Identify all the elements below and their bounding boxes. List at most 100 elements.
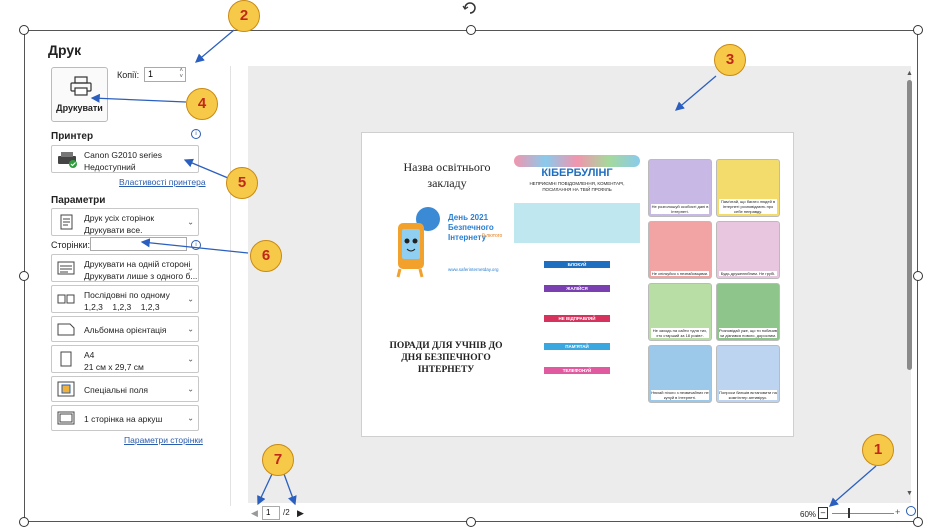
chevron-down-icon: ⌄ <box>187 294 194 304</box>
resize-handle-ml[interactable] <box>19 271 29 281</box>
sides-select[interactable]: Друкувати на одній стороні Друкувати лиш… <box>51 254 199 282</box>
chevron-down-icon: ⌄ <box>187 384 194 394</box>
zoom-slider-track[interactable] <box>832 513 894 514</box>
arrow-6 <box>140 238 249 254</box>
page-setup-link[interactable]: Параметри сторінки <box>124 435 203 445</box>
printer-properties-link[interactable]: Властивості принтера <box>119 177 206 187</box>
page-icon <box>60 351 72 367</box>
tip-tile: Не спілкуйся з незнайомцями. <box>648 221 712 279</box>
callout-1: 1 <box>862 434 894 466</box>
sheet-icon <box>57 411 75 425</box>
panel-divider <box>230 66 231 506</box>
copies-stepper[interactable]: 1 ˄˅ <box>144 67 186 82</box>
arrow-5 <box>183 158 229 179</box>
tips-heading: ПОРАДИ ДЛЯ УЧНІВ ДО ДНЯ БЕЗПЕЧНОГО ІНТЕР… <box>389 341 503 375</box>
resize-handle-bl[interactable] <box>19 517 29 527</box>
callout-4: 4 <box>186 88 218 120</box>
arrow-2 <box>195 29 235 63</box>
arrow-7b <box>283 473 297 506</box>
tip-text: Попроси батьків встановити на комп'ютер … <box>719 390 777 400</box>
safer-internet-day-title: День 2021 Безпечного Інтернету <box>448 213 494 242</box>
tip-text: Будь дружелюбним. Не грубі. <box>719 271 777 276</box>
print-range-select[interactable]: Друк усіх сторінок Друкувати все. ⌄ <box>51 208 199 236</box>
arrow-4 <box>90 93 187 103</box>
collate-select[interactable]: Послідовні по одному 1,2,3 1,2,3 1,2,3 ⌄ <box>51 285 199 313</box>
document-icon <box>60 214 73 230</box>
collate-icon <box>57 294 75 304</box>
tip-tile: Будь дружелюбним. Не грубі. <box>716 221 780 279</box>
tip-tile: Попроси батьків встановити на комп'ютер … <box>716 345 780 403</box>
safer-internet-day-url: www.saferinternetday.org <box>448 267 499 272</box>
chevron-down-icon: ⌄ <box>187 263 194 273</box>
page-number-input[interactable]: 1 <box>262 506 280 520</box>
resize-handle-tr[interactable] <box>913 25 923 35</box>
poster-subtitle: НЕПРИЄМНІ ПОВІДОМЛЕННЯ, КОМЕНТАРІ, ПОСИЛ… <box>529 181 625 192</box>
arrow-1 <box>829 465 877 507</box>
printer-status: Недоступний <box>84 162 136 172</box>
tip-tile: Не заходь на сайти «для тих, хто старший… <box>648 283 712 341</box>
poster-illustration <box>514 203 640 243</box>
zoom-slider-thumb[interactable] <box>848 508 850 518</box>
resize-handle-br[interactable] <box>913 517 923 527</box>
collate-line1: Послідовні по одному <box>84 290 170 300</box>
paper-size-line1: A4 <box>84 350 95 360</box>
callout-7: 7 <box>262 444 294 476</box>
info-icon[interactable]: i <box>191 129 201 139</box>
printer-icon <box>70 76 92 96</box>
sides-line1: Друкувати на одній стороні <box>84 259 191 269</box>
tip-tile: Не розголошуй особисті дані в Інтернеті. <box>648 159 712 217</box>
print-button[interactable]: Друкувати <box>51 67 108 122</box>
poster-title: КІБЕРБУЛІНГ <box>541 167 613 179</box>
pages-input[interactable] <box>90 237 187 251</box>
paper-size-line2: 21 см x 29,7 см <box>84 362 144 372</box>
margins-icon <box>57 381 75 397</box>
collate-line2: 1,2,3 1,2,3 1,2,3 <box>84 302 160 312</box>
printer-section-title: Принтер <box>51 131 94 142</box>
margins-select[interactable]: Спеціальні поля ⌄ <box>51 376 199 402</box>
rotate-handle-icon[interactable] <box>462 0 478 14</box>
chevron-down-icon: ⌄ <box>187 324 194 334</box>
poster-bar-call: ТЕЛЕФОНУЙ <box>544 367 610 374</box>
zoom-value: 60% <box>800 510 817 519</box>
stepper-arrows-icon[interactable]: ˄˅ <box>179 68 183 80</box>
zoom-out-button[interactable]: – <box>818 507 828 519</box>
preview-scrollbar[interactable]: ▲ ▼ <box>905 70 915 500</box>
info-icon[interactable]: i <box>191 240 201 250</box>
pages-per-sheet-select[interactable]: 1 сторінка на аркуш ⌄ <box>51 405 199 431</box>
scroll-down-arrow-icon[interactable]: ▼ <box>906 490 913 497</box>
next-page-icon[interactable]: ▶ <box>297 508 304 518</box>
copies-label: Копії: <box>117 70 140 80</box>
params-section-title: Параметри <box>51 195 106 206</box>
chevron-down-icon: ⌄ <box>187 354 194 364</box>
tip-text: Не заходь на сайти «для тих, хто старший… <box>651 328 709 338</box>
fit-page-icon[interactable] <box>906 506 916 516</box>
resize-handle-bm[interactable] <box>466 517 476 527</box>
resize-handle-mr[interactable] <box>913 271 923 281</box>
cyberbullying-poster: КІБЕРБУЛІНГ НЕПРИЄМНІ ПОВІДОМЛЕННЯ, КОМЕ… <box>514 155 640 399</box>
printer-select[interactable]: Canon G2010 series Недоступний ⌄ <box>51 145 199 173</box>
callout-2: 2 <box>228 0 260 32</box>
print-range-line2: Друкувати все. <box>84 225 143 235</box>
tip-text: Нюхай нічого з незвичайних не купуй в Ін… <box>651 390 709 400</box>
prev-page-icon[interactable]: ◀ <box>251 508 258 518</box>
pages-per-sheet-label: 1 сторінка на аркуш <box>84 414 163 424</box>
chevron-down-icon: ⌄ <box>187 217 194 227</box>
resize-handle-tl[interactable] <box>19 25 29 35</box>
callout-3: 3 <box>714 44 746 76</box>
scrollbar-thumb[interactable] <box>907 80 912 370</box>
tip-text: Розповідай уже, що ти побачив чи дізнавс… <box>719 328 777 338</box>
print-button-label: Друкувати <box>56 103 103 113</box>
print-range-line1: Друк усіх сторінок <box>84 213 155 223</box>
poster-bar-block: БЛОКУЙ <box>544 261 610 268</box>
resize-handle-tm[interactable] <box>466 25 476 35</box>
tip-text: Пам'ятай, що багато людей в Інтернеті ро… <box>719 199 777 214</box>
orientation-select[interactable]: Альбомна орієнтація ⌄ <box>51 316 199 342</box>
arrow-3 <box>675 75 717 111</box>
page-total: /2 <box>283 508 290 517</box>
chevron-down-icon: ⌄ <box>187 413 194 423</box>
paper-size-select[interactable]: A4 21 см x 29,7 см ⌄ <box>51 345 199 373</box>
zoom-in-button[interactable]: + <box>895 507 901 517</box>
scroll-up-arrow-icon[interactable]: ▲ <box>906 70 913 77</box>
one-side-icon <box>57 261 75 275</box>
